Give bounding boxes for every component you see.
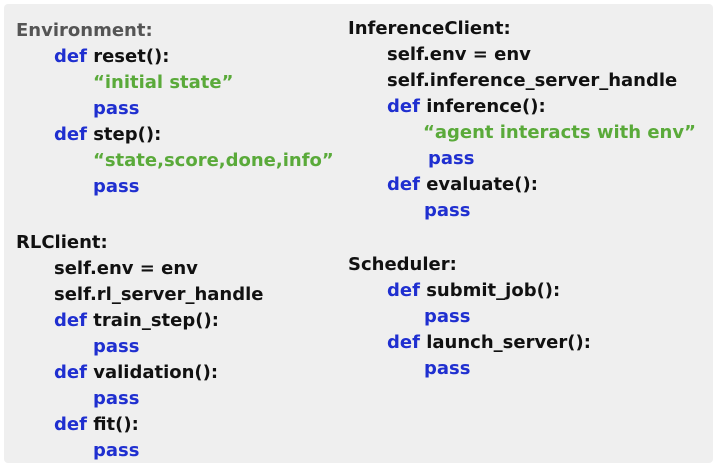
scheduler-title: Scheduler: [348, 254, 457, 275]
pass-keyword: pass [93, 336, 140, 357]
def-keyword: def [54, 310, 87, 331]
pass-keyword: pass [93, 388, 140, 409]
environment-title: Environment: [16, 20, 153, 41]
def-keyword: def [387, 174, 420, 195]
inferenceclient-inference-def: def inference(): [387, 94, 546, 120]
method-signature: evaluate(): [426, 174, 538, 195]
method-signature: inference(): [426, 96, 546, 117]
method-signature: fit(): [93, 414, 139, 435]
scheduler-submit-job-def: def submit_job(): [387, 278, 560, 304]
rlclient-validation-def: def validation(): [54, 360, 218, 386]
inferenceclient-inference-string: “agent interacts with env” [423, 122, 696, 143]
code-panel: Environment: def reset(): “initial state… [4, 4, 713, 463]
def-keyword: def [54, 46, 87, 67]
inferenceclient-env-attr: self.env = env [387, 44, 531, 65]
rlclient-handle-attr: self.rl_server_handle [54, 284, 264, 305]
environment-reset-string: “initial state” [93, 72, 234, 93]
def-keyword: def [54, 124, 87, 145]
def-keyword: def [387, 96, 420, 117]
method-signature: launch_server(): [426, 332, 591, 353]
method-signature: validation(): [93, 362, 219, 383]
method-signature: train_step(): [93, 310, 219, 331]
environment-reset-def: def reset(): [54, 44, 169, 70]
inferenceclient-evaluate-def: def evaluate(): [387, 172, 538, 198]
method-signature: step(): [93, 124, 162, 145]
method-signature: submit_job(): [426, 280, 561, 301]
environment-step-def: def step(): [54, 122, 161, 148]
def-keyword: def [387, 280, 420, 301]
pass-keyword: pass [93, 440, 140, 461]
scheduler-launch-server-def: def launch_server(): [387, 330, 591, 356]
inferenceclient-handle-attr: self.inference_server_handle [387, 70, 678, 91]
pass-keyword: pass [428, 148, 475, 169]
pass-keyword: pass [93, 98, 140, 119]
rlclient-fit-def: def fit(): [54, 412, 139, 438]
rlclient-train-step-def: def train_step(): [54, 308, 219, 334]
pass-keyword: pass [424, 358, 471, 379]
pass-keyword: pass [424, 306, 471, 327]
method-signature: reset(): [93, 46, 170, 67]
def-keyword: def [54, 362, 87, 383]
inferenceclient-title: InferenceClient: [348, 18, 511, 39]
def-keyword: def [387, 332, 420, 353]
pass-keyword: pass [93, 176, 140, 197]
def-keyword: def [54, 414, 87, 435]
environment-step-string: “state,score,done,info” [93, 150, 334, 171]
pass-keyword: pass [424, 200, 471, 221]
rlclient-env-attr: self.env = env [54, 258, 198, 279]
rlclient-title: RLClient: [16, 232, 108, 253]
